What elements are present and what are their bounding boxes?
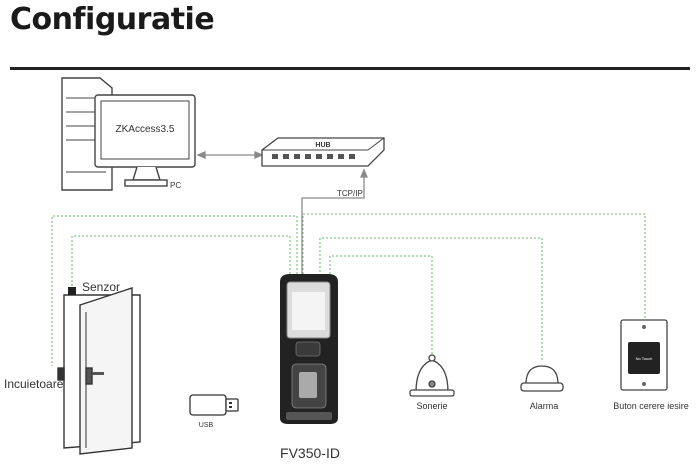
wire-alarm <box>319 237 543 362</box>
wire-sensor <box>71 235 291 292</box>
wiring <box>51 213 646 366</box>
exit-button-label: Buton cerere iesire <box>613 401 689 411</box>
bell-label: Sonerie <box>416 401 447 411</box>
pc-label: PC <box>170 181 181 190</box>
network-links <box>196 151 368 280</box>
wire-exit-button <box>302 213 646 318</box>
hub-ports <box>272 154 355 159</box>
exit-button-device <box>620 319 668 391</box>
alarm-icon <box>520 365 564 392</box>
usb-label: USB <box>199 422 214 429</box>
door-sensor <box>68 287 76 295</box>
device-label: FV350-ID <box>280 445 340 461</box>
usb-stick <box>189 394 239 416</box>
exit-button-face-text: EXIT <box>637 375 651 381</box>
wire-lock <box>51 215 298 366</box>
lock-label: Incuietoare <box>4 377 64 391</box>
sensor-label: Senzor <box>82 280 120 294</box>
software-label: ZKAccess3.5 <box>116 124 175 135</box>
hub-label: HUB <box>315 142 330 149</box>
page-title: Configuratie <box>10 2 215 37</box>
alarm-label: Alarma <box>530 401 559 411</box>
pc-computer <box>61 77 196 191</box>
network-hub <box>261 137 385 167</box>
title-divider <box>10 67 690 70</box>
exit-button-center-text: No Touch <box>636 356 653 361</box>
tcpip-label: TCP/IP <box>337 189 363 198</box>
fv350-terminal <box>280 274 338 424</box>
bell-icon <box>409 354 455 397</box>
wire-bell <box>329 255 433 354</box>
door <box>57 287 141 455</box>
